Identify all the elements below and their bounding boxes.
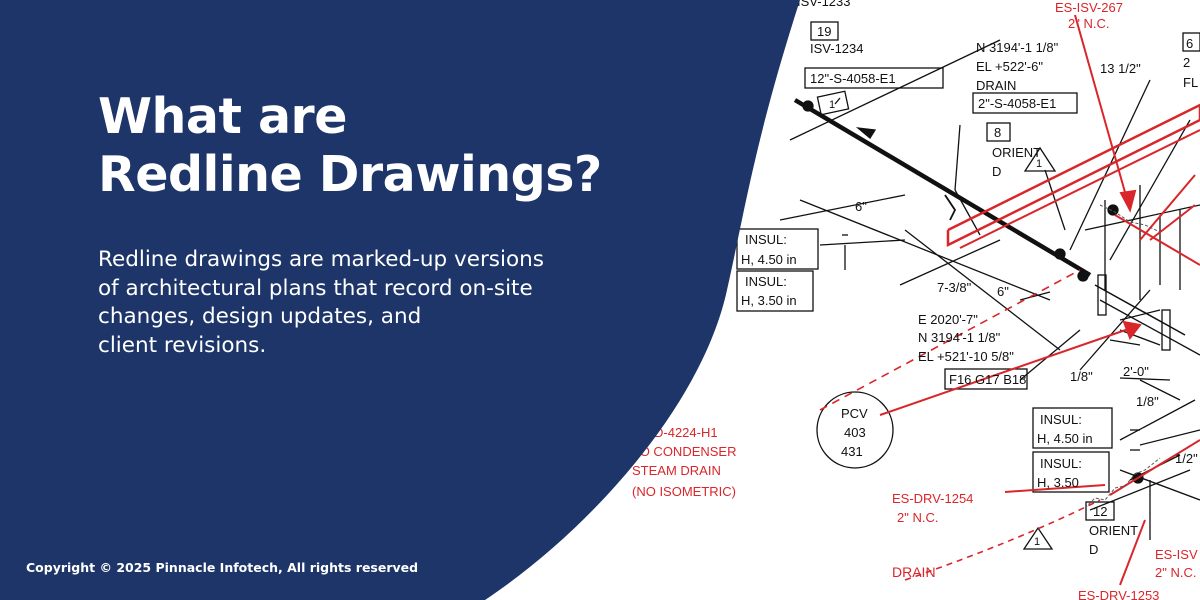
red-label-nc-1: 2" N.C.: [1068, 16, 1109, 31]
label-dim-6-b: 6": [997, 284, 1009, 299]
label-insul-1-val: H, 4.50 in: [741, 252, 797, 267]
label-drain: DRAIN: [976, 78, 1016, 93]
label-pcv-1: PCV: [841, 406, 868, 421]
tag-19: 19: [817, 24, 831, 39]
label-orient-1-d: D: [992, 164, 1001, 179]
red-label-es-drv-1254: ES-DRV-1254: [892, 491, 973, 506]
label-dim-6-a: 6": [855, 199, 867, 214]
label-dim-half: 13 1/2": [1100, 61, 1141, 76]
redline-markups: [819, 14, 1200, 586]
label-insul-2: INSUL:: [745, 274, 787, 289]
label-insul-4: INSUL:: [1040, 456, 1082, 471]
label-pcv-3: 431: [841, 444, 863, 459]
label-frag-2: 2: [1183, 55, 1190, 70]
drawing-frames: [736, 21, 1200, 550]
red-label-es-isv-267: ES-ISV-267: [1055, 0, 1123, 15]
banner-panel: [0, 0, 800, 600]
red-label-nc-3: 2" N.C.: [1155, 565, 1196, 580]
label-insul-2-val: H, 3.50 in: [741, 293, 797, 308]
label-dim-7-38: 7-3/8": [937, 280, 972, 295]
banner-description: Redline drawings are marked-up versions …: [98, 246, 658, 360]
red-label-es-drv-1253: ES-DRV-1253: [1078, 588, 1159, 600]
tag-6: 6: [1186, 36, 1193, 51]
red-label-nc-2: 2" N.C.: [897, 510, 938, 525]
drawing-linework: [779, 39, 1200, 540]
red-label-drain: DRAIN: [892, 564, 936, 580]
description-line-2: of architectural plans that record on-si…: [98, 275, 533, 301]
label-frag-fl: FL: [1183, 75, 1198, 90]
tag-8: 8: [994, 125, 1001, 140]
banner-title: What are Redline Drawings?: [98, 88, 602, 204]
title-line-1: What are: [98, 88, 347, 145]
label-coord2-n: N 3194'-1 1/8": [918, 330, 1001, 345]
label-orient-2-d: D: [1089, 542, 1098, 557]
red-label-to-condenser: TO CONDENSER: [632, 444, 737, 459]
tri-label-1: 1: [829, 99, 835, 111]
label-pcv-2: 403: [844, 425, 866, 440]
label-orient-1: ORIENT: [992, 145, 1041, 160]
drawing-hatching: [1084, 204, 1161, 509]
label-coord2-el: EL +521'-10 5/8": [918, 349, 1014, 364]
label-isv-top: ISV-1233: [797, 0, 851, 9]
description-line-1: Redline drawings are marked-up versions: [98, 247, 544, 272]
label-dim-2-0: 2'-0": [1123, 364, 1149, 379]
label-pipe-spec-1: 12"-S-4058-E1: [810, 71, 896, 86]
label-insul-1: INSUL:: [745, 232, 787, 247]
tag-12: 12: [1093, 504, 1107, 519]
label-insul-3-val: H, 4.50 in: [1037, 431, 1093, 446]
description-line-3: changes, design updates, and: [98, 304, 422, 329]
red-label-no-isometric: (NO ISOMETRIC): [632, 484, 736, 499]
description-line-4: client revisions.: [98, 332, 267, 358]
label-dim-18b: 1/8": [1136, 394, 1159, 409]
label-coord-el: EL +522'-6": [976, 59, 1043, 74]
label-ref-fgb: F16 G17 B18: [949, 372, 1026, 387]
label-isv-1234: ISV-1234: [810, 41, 864, 56]
tri-label-3: 1: [1034, 536, 1040, 548]
tri-label-2: 1: [1036, 158, 1042, 170]
label-dim-18a: 1/8": [1070, 369, 1093, 384]
label-orient-2: ORIENT: [1089, 523, 1138, 538]
label-coord-n: N 3194'-1 1/8": [976, 40, 1059, 55]
red-label-steam-drain: STEAM DRAIN: [632, 463, 721, 478]
copyright-notice: Copyright © 2025 Pinnacle Infotech, All …: [26, 560, 419, 575]
red-label-es-isv-partial: ES-ISV: [1155, 547, 1198, 562]
label-coord2-e: E 2020'-7": [918, 312, 978, 327]
label-insul-4-val: H, 3.50: [1037, 475, 1079, 490]
label-insul-3: INSUL:: [1040, 412, 1082, 427]
label-pipe-spec-2: 2"-S-4058-E1: [978, 96, 1056, 111]
title-line-2: Redline Drawings?: [98, 146, 602, 203]
label-dim-12: 1/2": [1175, 451, 1198, 466]
